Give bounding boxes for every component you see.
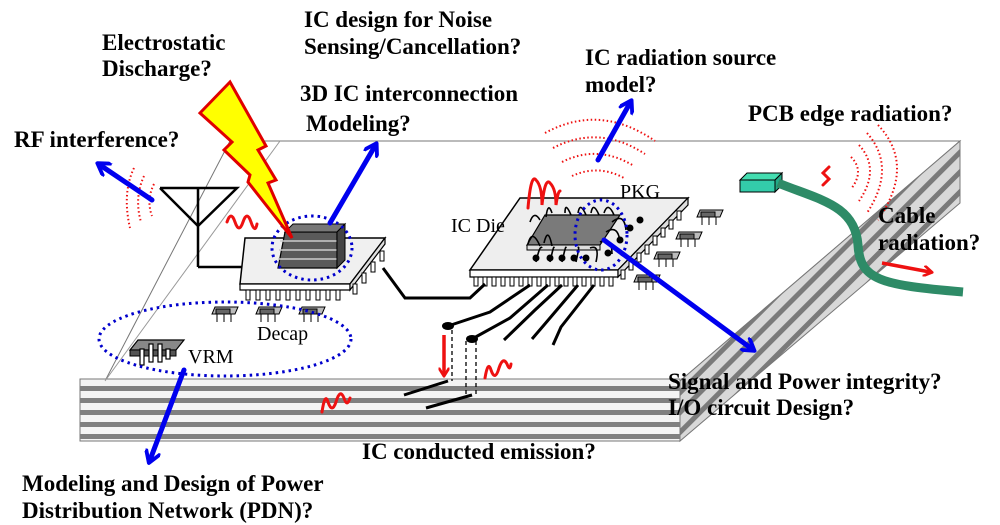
3d-ic-package [239,214,387,301]
svg-text:Sensing/Cancellation?: Sensing/Cancellation? [304,34,521,59]
svg-text:I/O circuit Design?: I/O circuit Design? [668,395,854,420]
arrow-rf-interference [100,165,155,203]
question-electrostatic-discharge: Electrostatic Discharge? [102,30,225,81]
question-ic-conducted-emission: IC conducted emission? [362,439,596,464]
bond-wires [527,206,627,263]
svg-text:IC design for Noise: IC design for Noise [304,7,492,32]
ic-package-pins [473,210,682,287]
ic-highlight-ring [573,198,629,272]
svg-text:Cable: Cable [878,203,936,228]
question-pcb-edge-radiation: PCB edge radiation? [748,101,952,126]
svg-text:Modeling and Design of Power: Modeling and Design of Power [22,471,324,496]
pcb-traces [381,267,596,410]
svg-text:Modeling?: Modeling? [306,111,411,136]
svg-text:3D IC interconnection: 3D IC interconnection [300,81,518,106]
svg-text:IC conducted emission?: IC conducted emission? [362,439,596,464]
question-arrows [100,103,752,460]
svg-text:Discharge?: Discharge? [102,56,212,81]
svg-text:model?: model? [585,72,657,97]
vrm-component [128,339,186,366]
label-ic-die: IC Die [451,215,505,237]
noise-waveform-icon [225,165,832,414]
pcb-front-layers [79,378,681,442]
svg-text:PCB edge radiation?: PCB edge radiation? [748,101,952,126]
svg-text:RF interference?: RF interference? [14,127,179,152]
question-cable-radiation: Cable radiation? [878,203,980,255]
label-decap: Decap [257,323,308,345]
arrow-ic-radiation [595,103,630,163]
svg-text:Distribution Network (PDN)?: Distribution Network (PDN)? [22,498,313,523]
decap-4 [696,209,724,225]
arrow-pdn [150,367,187,460]
decap-6 [653,251,681,267]
question-pdn-design: Modeling and Design of Power Distributio… [22,471,324,523]
3d-ic-highlight-ring [270,214,354,282]
bond-pads [532,216,644,262]
lightning-bolt-icon [197,79,294,239]
ic-package [468,196,690,287]
question-3d-ic-interconnection: 3D IC interconnection Modeling? [300,81,518,136]
pdn-highlight-ring [97,300,353,378]
decap-5 [675,231,703,247]
3d-ic-pins [245,250,385,301]
svg-text:radiation?: radiation? [878,230,980,255]
stacked-die [277,222,347,270]
question-ic-radiation-source: IC radiation source model? [585,45,776,97]
question-rf-interference: RF interference? [14,127,179,152]
arrow-3d-ic-modeling [327,146,375,226]
svg-text:IC radiation source: IC radiation source [585,45,776,70]
svg-text:Signal and Power integrity?: Signal and Power integrity? [668,369,942,394]
vias [442,322,478,395]
cable [776,178,964,297]
radiation-waves-icon [125,118,898,229]
decap-1 [211,306,239,322]
decap-2 [255,306,283,322]
label-vrm: VRM [188,346,234,368]
cable-radiation-arrow [881,261,930,272]
arrow-si-pi [601,237,752,349]
label-pkg: PKG [620,181,660,203]
cable-connector-icon [738,171,784,194]
svg-text:Electrostatic: Electrostatic [102,30,225,55]
question-signal-power-integrity: Signal and Power integrity? I/O circuit … [668,369,942,420]
question-noise-sensing: IC design for Noise Sensing/Cancellation… [304,7,521,59]
